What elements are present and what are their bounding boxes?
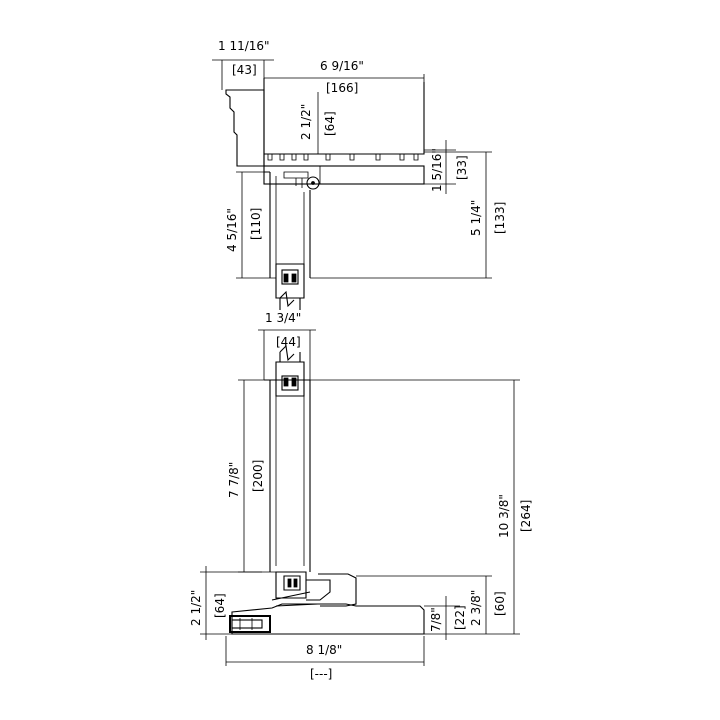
dim-sill-width-metric: [---] — [310, 667, 332, 681]
head-section — [225, 78, 425, 310]
dim-sill-step-imperial: 7/8" — [429, 607, 443, 632]
sill-cap — [229, 615, 271, 633]
dim-lower-panel-imperial: 7 7/8" — [227, 462, 241, 498]
dim-panel-thickness-imperial: 1 3/4" — [265, 311, 301, 325]
head-panel-stile — [264, 171, 311, 278]
dim-head-total-metric: [133] — [493, 202, 507, 234]
dim-head-width-metric: [166] — [326, 81, 358, 95]
dim-top-jamb-metric: [43] — [232, 63, 257, 77]
dim-head-width-imperial: 6 9/16" — [320, 59, 364, 73]
dim-panel-thickness-metric: [44] — [276, 335, 301, 349]
head-frame-block — [263, 165, 425, 185]
sill-hardware — [275, 571, 307, 599]
head-dimensions: 1 11/16" [43] 6 9/16" [166] 2 1/2" [64] … — [212, 39, 507, 279]
head-glazing-channel — [275, 263, 305, 299]
dim-head-drop-imperial: 2 1/2" — [299, 104, 313, 140]
dim-head-thickness-imperial: 1 5/16" — [430, 148, 444, 192]
sill-dimensions: 1 3/4" [44] 7 7/8" [200] 10 3/8" [264] 2… — [189, 311, 533, 681]
dim-overall-height-metric: [264] — [519, 500, 533, 532]
break-line-upper — [279, 290, 301, 310]
dim-sill-left-metric: [64] — [213, 593, 227, 618]
sill-section — [229, 344, 425, 635]
dim-sill-right-imperial: 2 3/8" — [469, 590, 483, 626]
dim-head-thickness-metric: [33] — [455, 155, 469, 180]
dim-head-frame-imperial: 4 5/16" — [225, 208, 239, 252]
lower-panel-stile — [264, 379, 311, 572]
head-jamb-grooves — [267, 154, 419, 161]
head-roller — [306, 176, 320, 190]
dim-lower-panel-metric: [200] — [251, 460, 265, 492]
dim-head-frame-metric: [110] — [249, 208, 263, 240]
dim-sill-step-metric: [22] — [453, 605, 467, 630]
sill-body — [231, 603, 425, 635]
dim-top-jamb-imperial: 1 11/16" — [218, 39, 270, 53]
dim-sill-width-imperial: 8 1/8" — [306, 643, 342, 657]
dim-sill-right-metric: [60] — [493, 591, 507, 616]
break-line-lower — [279, 344, 301, 362]
head-casing — [225, 89, 265, 167]
dim-head-drop-metric: [64] — [323, 111, 337, 136]
dim-head-total-imperial: 5 1/4" — [469, 200, 483, 236]
dim-sill-left-imperial: 2 1/2" — [189, 590, 203, 626]
dim-overall-height-imperial: 10 3/8" — [497, 494, 511, 538]
